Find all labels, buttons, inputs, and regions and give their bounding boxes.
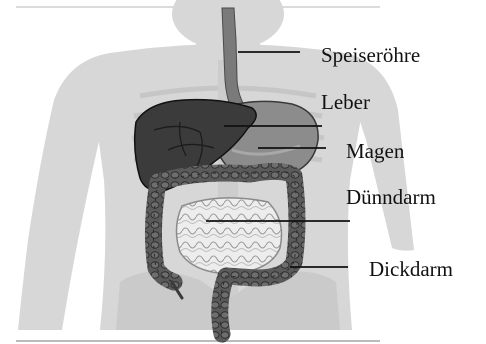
label-esophagus: Speiseröhre xyxy=(321,43,420,67)
left-arm-silhouette xyxy=(18,52,118,330)
label-large-intestine: Dickdarm xyxy=(369,257,453,281)
small-intestine xyxy=(176,198,281,274)
label-stomach: Magen xyxy=(346,139,405,163)
label-liver: Leber xyxy=(321,90,370,114)
label-small-intestine: Dünndarm xyxy=(346,185,436,209)
